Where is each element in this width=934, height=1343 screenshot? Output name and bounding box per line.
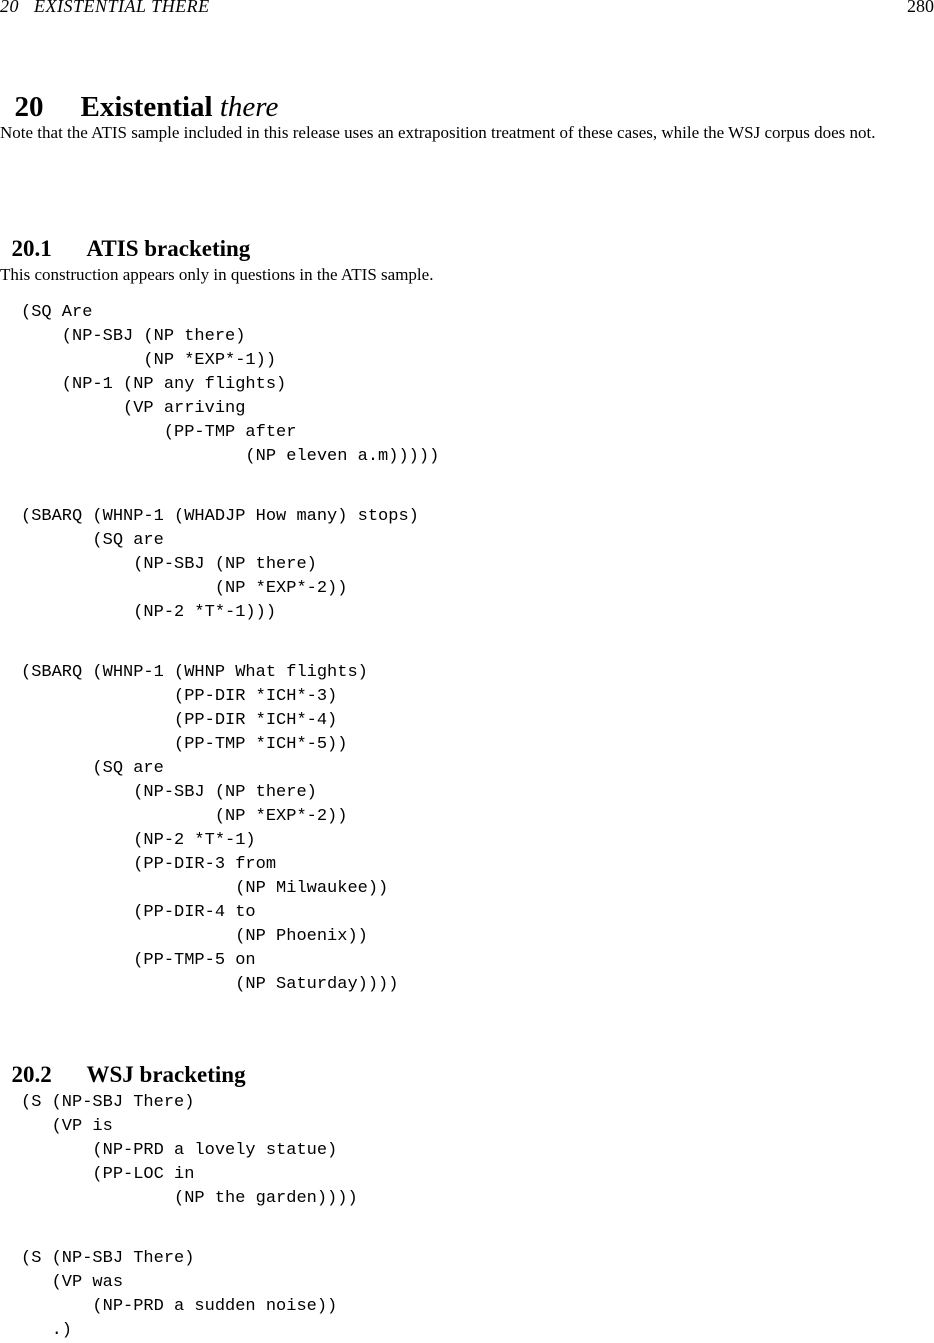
running-head: 20 EXISTENTIAL THERE: [0, 0, 210, 16]
section-title: WSJ bracketing: [86, 1062, 246, 1087]
section-number: 20.2: [11, 1062, 52, 1087]
chapter-number: 20: [14, 91, 44, 123]
section-title: ATIS bracketing: [86, 236, 251, 261]
chapter-title: Existential: [80, 91, 213, 123]
wsj-example-1: (S (NP-SBJ There) (VP is (NP-PRD a lovel…: [21, 1093, 358, 1208]
atis-example-2: (SBARQ (WHNP-1 (WHADJP How many) stops) …: [21, 507, 419, 622]
atis-example-3: (SBARQ (WHNP-1 (WHNP What flights) (PP-D…: [21, 663, 399, 994]
atis-example-1: (SQ Are (NP-SBJ (NP there) (NP *EXP*-1))…: [21, 303, 440, 466]
intro-paragraph: Note that the ATIS sample included in th…: [0, 123, 876, 142]
chapter-title-italic: there: [219, 91, 279, 123]
atis-paragraph: This construction appears only in questi…: [0, 265, 434, 284]
wsj-example-2: (S (NP-SBJ There) (VP was (NP-PRD a sudd…: [21, 1249, 338, 1340]
section-number: 20.1: [11, 236, 52, 261]
chapter-heading: 20 Existential there: [0, 58, 279, 124]
section-heading-wsj: 20.2 WSJ bracketing: [0, 1036, 246, 1088]
section-heading-atis: 20.1 ATIS bracketing: [0, 210, 251, 262]
page-number: 280: [907, 0, 934, 16]
